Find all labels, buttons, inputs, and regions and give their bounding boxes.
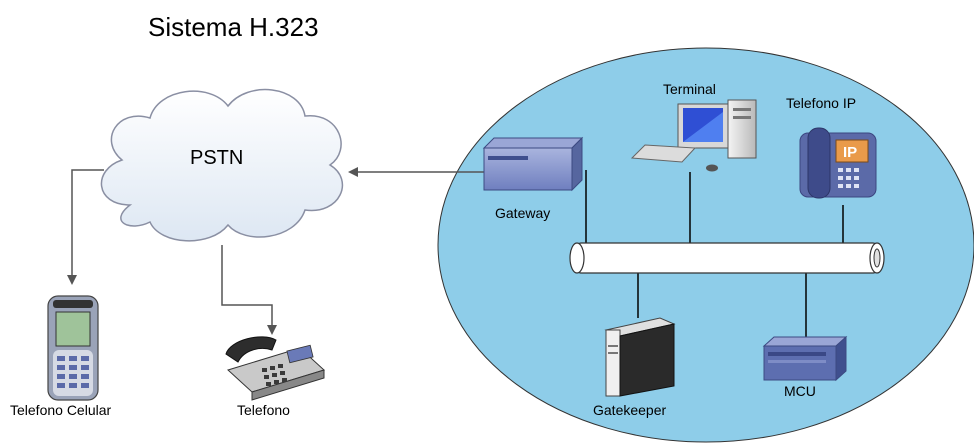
pstn-cloud bbox=[100, 88, 344, 242]
lan-bus-pipe bbox=[569, 242, 885, 274]
gateway-icon bbox=[482, 136, 584, 192]
ip-phone-label: Telefono IP bbox=[786, 95, 856, 111]
lan-stubs bbox=[585, 170, 844, 337]
mcu-label: MCU bbox=[784, 383, 816, 399]
pstn-label: PSTN bbox=[190, 147, 243, 169]
ip-phone-badge: IP bbox=[843, 144, 857, 161]
phone-icon bbox=[225, 336, 325, 401]
cell-phone-icon bbox=[47, 295, 99, 401]
terminal-label: Terminal bbox=[663, 81, 716, 97]
terminal-icon bbox=[630, 99, 757, 172]
pstn-to-phone-line bbox=[221, 245, 277, 335]
phone-label: Telefono bbox=[237, 402, 290, 418]
connection-lines bbox=[67, 167, 484, 335]
mcu-icon bbox=[762, 335, 848, 382]
gatekeeper-icon bbox=[604, 317, 676, 397]
gateway-label: Gateway bbox=[495, 205, 550, 221]
pstn-to-cellphone-line bbox=[67, 169, 104, 285]
page-title: Sistema H.323 bbox=[148, 12, 319, 42]
cell-phone-label: Telefono Celular bbox=[10, 402, 112, 418]
ip-phone-icon bbox=[799, 127, 877, 199]
gatekeeper-label: Gatekeeper bbox=[593, 402, 666, 418]
